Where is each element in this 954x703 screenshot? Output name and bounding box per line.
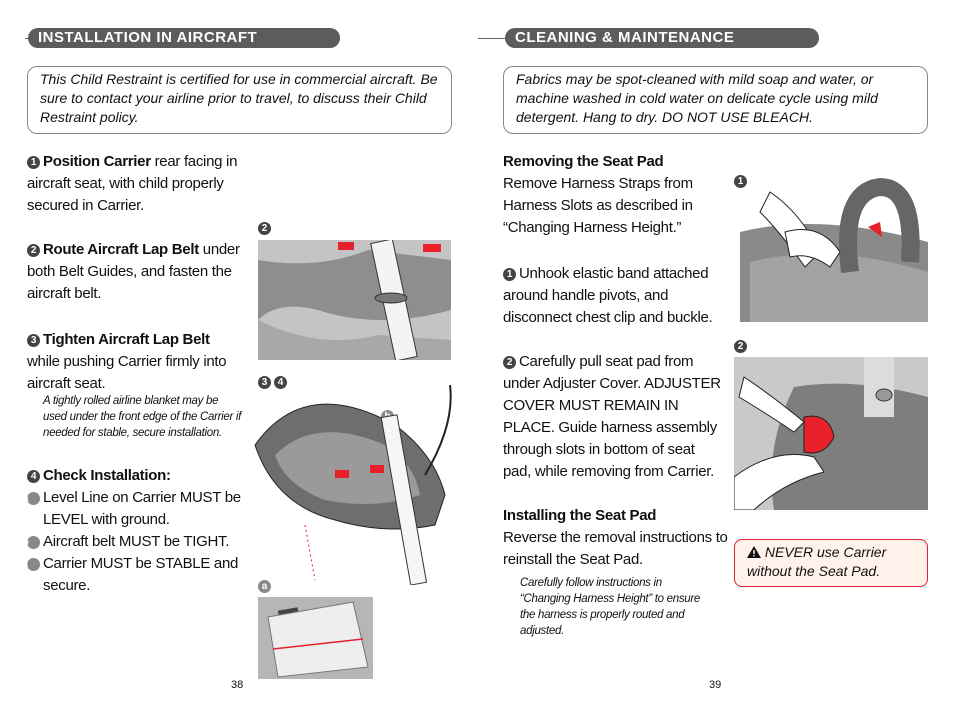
step3-title: Tighten Aircraft Lap Belt (43, 331, 210, 348)
left-step3-note: A tightly rolled airline blanket may be … (43, 395, 242, 439)
installing-note: Carefully follow instructions in “Changi… (520, 577, 700, 637)
warning-triangle-icon (747, 546, 761, 558)
pull-seat-pad-drawing (734, 357, 928, 510)
level-label-drawing (258, 597, 373, 679)
right-step-1-number: 1 (503, 268, 516, 281)
step1-title: Position Carrier (43, 153, 151, 170)
installing-title: Installing the Seat Pad (503, 507, 657, 524)
check-c-letter: c (23, 558, 40, 571)
step-1-number: 1 (27, 156, 40, 169)
right-fig-label-2: 2 (734, 340, 747, 353)
removing-text: Remove Harness Straps from Harness Slots… (503, 175, 693, 236)
left-section-header: INSTALLATION IN AIRCRAFT (28, 28, 340, 48)
warning-text: NEVER use Carrier without the Seat Pad. (747, 544, 887, 579)
step2-text: under both Belt Guides, and fasten the a… (27, 241, 240, 302)
carrier-belt-drawing (258, 240, 451, 360)
illustration-level-label (258, 597, 373, 679)
illustration-lap-belt (258, 240, 451, 360)
unhook-band-drawing (740, 177, 928, 322)
right-step-2-number: 2 (503, 356, 516, 369)
warning-box: NEVER use Carrier without the Seat Pad. (734, 539, 928, 587)
right-section-header: CLEANING & MAINTENANCE (505, 28, 819, 48)
step-3-number: 3 (27, 334, 40, 347)
fig-label-2: 2 (258, 222, 271, 235)
installing-section: Installing the Seat Pad Reverse the remo… (503, 505, 728, 571)
fig-label-4: 4 (274, 376, 287, 389)
check-b-letter: b (23, 536, 40, 549)
fig-label-3: 3 (258, 376, 271, 389)
left-intro-box: This Child Restraint is certified for us… (27, 66, 452, 134)
illustration-installed-carrier (245, 384, 455, 586)
step4-title: Check Installation: (43, 467, 171, 484)
step2-title: Route Aircraft Lap Belt (43, 241, 199, 258)
step1-text: rear facing in aircraft seat, with child… (27, 153, 238, 214)
right-fig-label-1: 1 (734, 175, 747, 188)
step-4-number: 4 (27, 470, 40, 483)
step3-text: while pushing Carrier firmly into aircra… (27, 353, 227, 392)
step-2-number: 2 (27, 244, 40, 257)
right-page-number: 39 (709, 679, 722, 691)
illustration-pull-seat-pad (734, 357, 928, 510)
left-page-number: 38 (231, 679, 244, 691)
right-header-rule (478, 38, 508, 39)
check-a-letter: a (23, 492, 40, 505)
removing-title: Removing the Seat Pad (503, 153, 664, 170)
right-intro-box: Fabrics may be spot-cleaned with mild so… (503, 66, 928, 134)
installing-text: Reverse the removal instructions to rein… (503, 529, 728, 568)
removing-section: Removing the Seat Pad Remove Harness Str… (503, 151, 723, 239)
installed-carrier-drawing (254, 384, 452, 586)
fig-label-a: a (258, 580, 271, 593)
illustration-unhook-band (740, 172, 928, 322)
